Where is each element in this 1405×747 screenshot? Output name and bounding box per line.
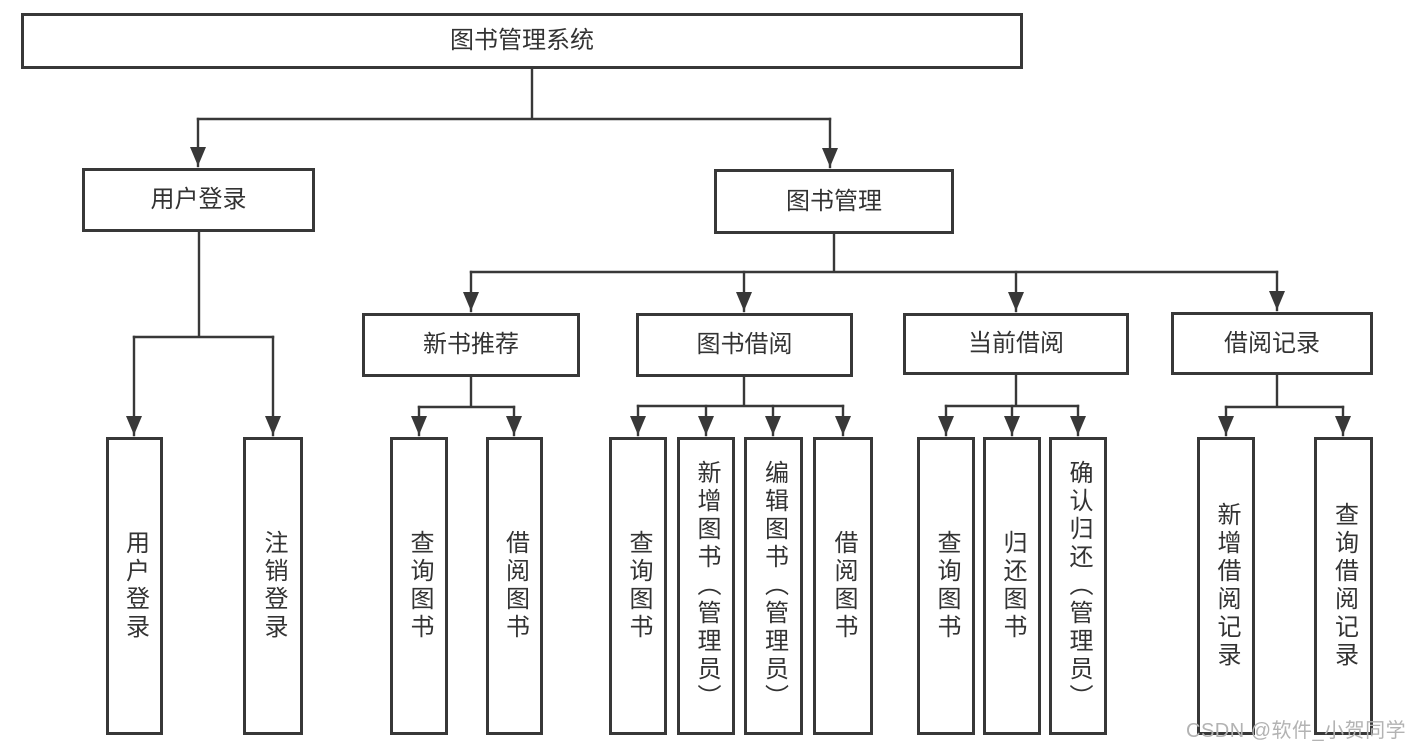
leaf-query-books: 查询图书	[917, 437, 975, 735]
leaf-query-books-label: 查询图书	[933, 530, 960, 642]
node-book-borrowing: 图书借阅	[636, 313, 853, 377]
leaf-query-books-label: 查询图书	[625, 530, 652, 642]
leaf-logout-label: 注销登录	[260, 530, 287, 642]
leaf-confirm-return-admin: 确认归还（管理员）	[1049, 437, 1107, 735]
leaf-return-book-label: 归还图书	[999, 530, 1026, 642]
leaf-user-login: 用户登录	[106, 437, 163, 735]
leaf-query-books: 查询图书	[609, 437, 667, 735]
leaf-borrow-books-label: 借阅图书	[830, 530, 857, 642]
leaf-borrow-books: 借阅图书	[486, 437, 543, 735]
leaf-logout: 注销登录	[243, 437, 303, 735]
leaf-query-books: 查询图书	[390, 437, 448, 735]
connector-borrow-record-children	[1218, 373, 1351, 437]
leaf-borrow-books: 借阅图书	[813, 437, 873, 735]
leaf-confirm-return-admin-label: 确认归还（管理员）	[1065, 460, 1092, 712]
node-current-borrowing: 当前借阅	[903, 313, 1129, 375]
watermark: CSDN @软件_小贺同学	[1186, 720, 1405, 742]
leaf-query-books-label: 查询图书	[406, 530, 433, 642]
node-library-management-system: 图书管理系统	[21, 13, 1023, 69]
leaf-edit-book-admin-label: 编辑图书（管理员）	[760, 460, 788, 712]
connector-new-book-children	[411, 375, 522, 437]
node-user-login: 用户登录	[82, 168, 315, 232]
connector-book-mgmt-children	[463, 232, 1285, 313]
leaf-return-book: 归还图书	[983, 437, 1041, 735]
leaf-edit-book-admin: 编辑图书（管理员）	[744, 437, 803, 735]
leaf-add-book-admin-label: 新增图书（管理员）	[693, 460, 720, 712]
leaf-add-borrow-record-label: 新增借阅记录	[1213, 502, 1240, 670]
leaf-add-book-admin: 新增图书（管理员）	[677, 437, 735, 735]
connector-root-to-level2	[190, 67, 838, 169]
node-book-management: 图书管理	[714, 169, 954, 234]
leaf-borrow-books-label: 借阅图书	[501, 530, 529, 642]
node-new-book-recommendation: 新书推荐	[362, 313, 580, 377]
connector-book-borrow-children	[630, 375, 851, 437]
leaf-add-borrow-record: 新增借阅记录	[1197, 437, 1255, 735]
connector-current-borrow-children	[938, 373, 1086, 437]
leaf-query-borrow-record-label: 查询借阅记录	[1330, 502, 1358, 670]
leaf-user-login-label: 用户登录	[121, 530, 149, 642]
node-borrowing-records: 借阅记录	[1171, 312, 1373, 375]
leaf-query-borrow-record: 查询借阅记录	[1314, 437, 1373, 735]
connector-user-login-children	[126, 230, 281, 437]
